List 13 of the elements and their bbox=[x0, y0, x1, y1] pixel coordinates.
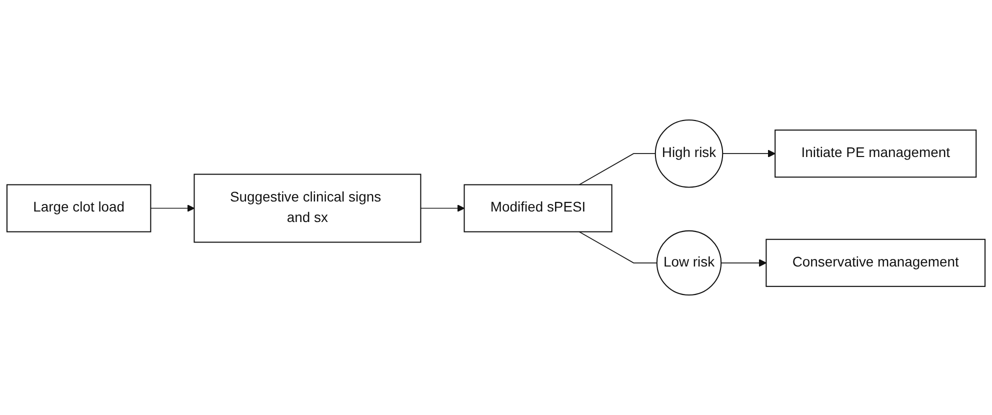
arrow bbox=[420, 204, 465, 212]
connector bbox=[578, 231, 658, 264]
arrow bbox=[150, 204, 195, 212]
node-box: Initiate PE management bbox=[774, 130, 977, 178]
node-circle: High risk bbox=[654, 119, 724, 188]
connector bbox=[578, 153, 656, 186]
node-box: Large clot load bbox=[6, 184, 152, 232]
node-box: Conservative management bbox=[766, 238, 986, 287]
node-box: Suggestive clinical signs and sx bbox=[194, 174, 422, 243]
node-box: Modified sPESI bbox=[464, 184, 612, 232]
arrow bbox=[720, 259, 767, 267]
node-circle: Low risk bbox=[656, 230, 722, 296]
arrow bbox=[722, 150, 776, 158]
